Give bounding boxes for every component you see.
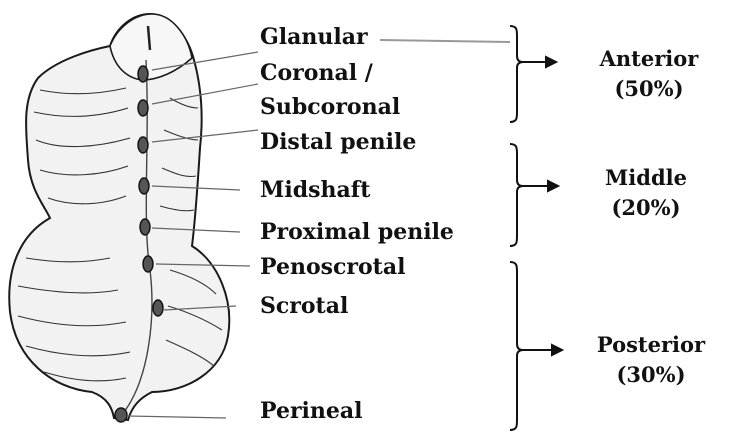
brace-middle [510, 144, 523, 246]
label-glanular: Glanular [260, 24, 368, 50]
marker-penoscrotal [143, 256, 153, 272]
brace-posterior [510, 262, 523, 430]
group-middle-percent: (20%) [586, 193, 706, 223]
arrow-posterior-head [552, 345, 562, 355]
label-perineal: Perineal [260, 398, 363, 424]
group-middle: Middle (20%) [586, 163, 706, 223]
leader-glanular-ext [380, 40, 510, 42]
group-posterior-name: Posterior [586, 330, 716, 360]
arrow-middle-head [548, 181, 558, 191]
label-proximal-penile: Proximal penile [260, 219, 454, 245]
group-arrows [523, 57, 562, 355]
leader-perineal [128, 416, 226, 418]
brace-anterior [510, 26, 523, 122]
group-anterior-percent: (50%) [586, 74, 712, 104]
group-middle-name: Middle [586, 163, 706, 193]
group-anterior-name: Anterior [586, 44, 712, 74]
label-distal-penile: Distal penile [260, 129, 416, 155]
group-posterior: Posterior (30%) [586, 330, 716, 390]
arrow-anterior-head [546, 57, 556, 67]
marker-perineal [115, 408, 127, 422]
label-scrotal: Scrotal [260, 293, 348, 319]
marker-coronal [138, 100, 148, 116]
label-subcoronal: Subcoronal [260, 94, 400, 120]
marker-glanular [138, 66, 148, 82]
marker-midshaft [139, 178, 149, 194]
group-posterior-percent: (30%) [586, 360, 716, 390]
marker-distal [138, 137, 148, 153]
group-anterior: Anterior (50%) [586, 44, 712, 104]
anatomy-outline [9, 14, 229, 420]
label-midshaft: Midshaft [260, 177, 370, 203]
grouping-braces [510, 26, 523, 430]
marker-proximal [140, 219, 150, 235]
label-penoscrotal: Penoscrotal [260, 254, 405, 280]
label-coronal: Coronal / [260, 60, 373, 86]
marker-scrotal [153, 300, 163, 316]
